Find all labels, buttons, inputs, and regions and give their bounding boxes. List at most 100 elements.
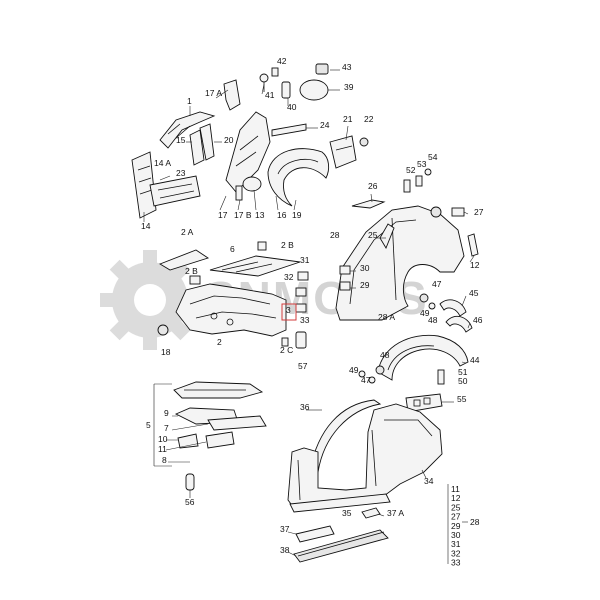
callout-c57: 57 — [298, 361, 308, 371]
part-38-sill-cover — [293, 529, 389, 563]
part-23-plate — [149, 175, 201, 207]
callout-c29: 29 — [360, 280, 370, 290]
callout-c47b: 47 — [361, 375, 371, 385]
callout-c5: 5 — [146, 420, 151, 430]
part-34-side-panel — [287, 403, 443, 509]
callout-c2B_2: 2 B — [185, 266, 198, 276]
callout-c43: 43 — [342, 62, 352, 72]
part-52-53-54-fasteners — [403, 168, 432, 193]
callout-c24: 24 — [320, 120, 330, 130]
callout-c40: 40 — [287, 102, 297, 112]
highlight-box-3 — [281, 303, 297, 321]
callout-c55: 55 — [457, 394, 467, 404]
part-18-grommet — [157, 324, 169, 336]
part-17B-clip — [235, 185, 243, 201]
part-7-bracket — [207, 415, 267, 431]
part-12-trim — [467, 233, 479, 257]
callout-c11: 11 — [158, 444, 167, 454]
part-17A-bracket — [223, 79, 241, 111]
callout-c2C: 2 C — [280, 345, 293, 355]
part-55-panel — [405, 393, 443, 413]
callout-c18: 18 — [161, 347, 171, 357]
part-2B-bracket — [189, 241, 267, 285]
callout-c1: 1 — [187, 96, 192, 106]
part-20-bracket — [199, 123, 215, 161]
callout-c56: 56 — [185, 497, 195, 507]
callout-c45: 45 — [469, 288, 479, 298]
callout-c49a: 49 — [420, 308, 430, 318]
part-11-plate — [205, 431, 235, 449]
callout-c17: 17 — [218, 210, 228, 220]
legend-item: 33 — [451, 558, 461, 568]
callout-c14A: 14 A — [154, 158, 171, 168]
part-37-bracket — [295, 525, 335, 543]
part-2C-clip — [281, 337, 289, 347]
callout-c25: 25 — [368, 230, 378, 240]
callout-c12: 12 — [470, 260, 480, 270]
part-15-bracket — [189, 129, 205, 166]
part-24-strip — [271, 123, 307, 137]
callout-c21: 21 — [343, 114, 353, 124]
part-42-bolt — [271, 67, 279, 77]
part-57-clip — [295, 331, 307, 349]
callout-c32: 32 — [284, 272, 294, 282]
callout-c47: 47 — [432, 279, 442, 289]
callout-c23: 23 — [176, 168, 186, 178]
legend-item: 27 — [451, 512, 461, 522]
part-37A-clip — [361, 507, 381, 519]
callout-c36: 36 — [300, 402, 310, 412]
callout-c37A: 37 A — [387, 508, 404, 518]
callout-c13: 13 — [255, 210, 265, 220]
part-50-51-bolts — [437, 369, 445, 385]
callout-c2A: 2 A — [181, 227, 194, 237]
callout-c19: 19 — [292, 210, 302, 220]
callout-c15: 15 — [176, 135, 186, 145]
part-2-inner-wheel-house — [175, 283, 287, 337]
part-43-cap — [315, 63, 329, 75]
part-35-sill — [289, 493, 391, 513]
part-21-bracket — [329, 135, 357, 169]
callout-c35: 35 — [342, 508, 352, 518]
part-22-nut — [359, 137, 369, 147]
callout-c20: 20 — [224, 135, 234, 145]
callout-c28A: 28 A — [378, 312, 395, 322]
part-5-sill-assembly — [173, 381, 264, 399]
legend-item: 31 — [451, 539, 461, 549]
callout-c37: 37 — [280, 524, 290, 534]
part-56-plug — [185, 473, 195, 491]
callout-c17B: 17 B — [234, 210, 252, 220]
callout-c16: 16 — [277, 210, 287, 220]
callout-c3: 3 — [286, 305, 291, 315]
callout-c26: 26 — [368, 181, 378, 191]
callout-c22: 22 — [364, 114, 374, 124]
callout-c49b: 49 — [349, 365, 359, 375]
gear-icon — [100, 250, 200, 350]
callout-c2: 2 — [217, 337, 222, 347]
part-41-bolt — [259, 73, 269, 92]
callout-c46: 46 — [473, 315, 483, 325]
part-47-48-49-fasteners — [419, 293, 436, 310]
callout-c17A: 17 A — [205, 88, 222, 98]
part-2A-strut — [158, 249, 210, 271]
part-16-19-wheel-arch — [267, 148, 330, 207]
legend-item: 25 — [451, 502, 461, 512]
legend-item: 12 — [451, 493, 461, 503]
part-48b-49b-fasteners — [358, 365, 385, 384]
callout-c28: 28 — [330, 230, 340, 240]
part-26-strip — [351, 199, 386, 209]
part-13-plate — [242, 176, 262, 192]
part-40-clip — [281, 81, 291, 99]
leader-lines — [143, 69, 475, 557]
callout-c34: 34 — [424, 476, 434, 486]
part-31-32-33-brackets — [295, 271, 309, 313]
callout-c33: 33 — [300, 315, 310, 325]
callout-c30: 30 — [360, 263, 370, 273]
legend-item: 32 — [451, 548, 461, 558]
part-6-panel — [209, 255, 301, 277]
callout-c2B_1: 2 B — [281, 240, 294, 250]
callout-c6: 6 — [230, 244, 235, 254]
callout-c54: 54 — [428, 152, 438, 162]
